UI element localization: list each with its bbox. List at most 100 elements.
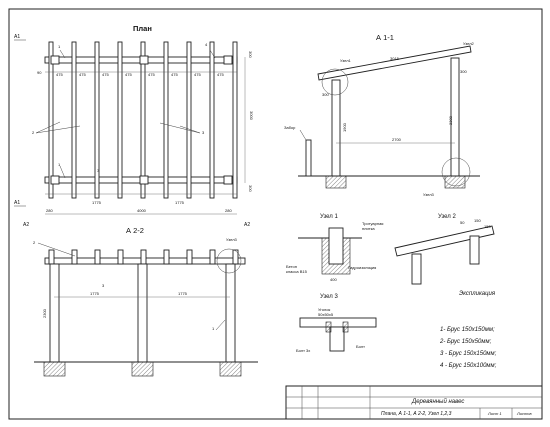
node1-paving-1: Тротуарная bbox=[362, 221, 383, 226]
plan-top-dim: 475 bbox=[148, 72, 155, 77]
node-3-detail: Узел 3 Уголок 50х50х5 Болт 3х Болт bbox=[296, 294, 377, 353]
node1-waterproof: Гидроизоляция bbox=[348, 265, 376, 270]
title-block-sheets-list: Плана, А 1-1, А 2-2, Узел 1,2,3 bbox=[381, 411, 452, 417]
node2-dim-1: 50 bbox=[460, 220, 465, 225]
s22-rafter-end bbox=[209, 249, 216, 265]
section-2-2: А 2-2 1775 1775 2300 Узел3 1 2 3 bbox=[33, 226, 258, 377]
s22-rafter-end bbox=[140, 249, 147, 265]
plan-rafter bbox=[117, 41, 123, 199]
explication-item-4: 4 - Брус 150х100мм; bbox=[440, 363, 497, 369]
explication-title: Экспликация bbox=[459, 291, 496, 297]
dim-300-b: 300 bbox=[460, 69, 467, 74]
s22-rafter-end bbox=[117, 249, 124, 265]
plan-callout-4: 4 bbox=[205, 42, 208, 47]
s22-callout-3: 3 bbox=[102, 283, 105, 288]
section-1-1-title: А 1-1 bbox=[376, 33, 394, 42]
s22-rafter-end bbox=[71, 249, 78, 265]
plan-callout-3: 3 bbox=[202, 130, 205, 135]
plan-right-dim-2: 3000 bbox=[249, 111, 254, 121]
section-1-1: А 1-1 Забор Узел2 Узел1 Узел3 3015 1900 … bbox=[284, 33, 480, 197]
plan-bottom-small-2: 280 bbox=[225, 208, 232, 213]
node1-paving-2: плитка bbox=[362, 226, 375, 231]
node3-bolt-b: Болт bbox=[356, 344, 365, 349]
plan-top-dim: 475 bbox=[102, 72, 109, 77]
plan-callout-1-top: 1 bbox=[58, 44, 61, 49]
plan-bottom-small-1: 280 bbox=[46, 208, 53, 213]
plan-rafter bbox=[163, 41, 169, 199]
node1-concrete-2: класса В15 bbox=[286, 269, 308, 274]
plan-top-dim: 475 bbox=[217, 72, 224, 77]
plan-rafter bbox=[140, 41, 146, 199]
plan-callout-2: 2 bbox=[32, 130, 35, 135]
node1-title: Узел 1 bbox=[320, 214, 338, 220]
section-mark-a2-top: А2 bbox=[244, 222, 250, 228]
s22-rafter-end bbox=[94, 249, 101, 265]
explication-item-2: 2- Брус 150х50мм; bbox=[439, 339, 492, 345]
dim-height-2300: 2300 bbox=[448, 115, 453, 125]
dim-rafter-len: 3015 bbox=[390, 56, 400, 61]
dim-300-a: 300 bbox=[322, 92, 329, 97]
label-node3-s11: Узел3 bbox=[423, 192, 435, 197]
s22-callout-2: 2 bbox=[33, 240, 36, 245]
title-block-name: Деревянный навес bbox=[411, 398, 464, 405]
plan-rafter bbox=[186, 41, 192, 199]
title-block-sheet: Лист 1 bbox=[487, 411, 502, 416]
s22-rafter-end bbox=[232, 249, 239, 265]
sheet-frame bbox=[8, 8, 543, 420]
plan-callout-3b: 3 bbox=[97, 168, 100, 173]
plan-callout-1-bottom: 1 bbox=[58, 162, 61, 167]
s22-dim-height: 2300 bbox=[42, 308, 47, 318]
section-mark-a1-top: А1 bbox=[14, 34, 20, 40]
dim-span-2700: 2700 bbox=[392, 137, 402, 142]
plan-view: План А1 А1 А2 А2 475 475 475 475 475 475 475 47… bbox=[14, 24, 254, 228]
plan-rafter bbox=[71, 41, 77, 199]
plan-top-dim: 475 bbox=[125, 72, 132, 77]
plan-rafter bbox=[209, 41, 215, 199]
node3-title: Узел 3 bbox=[320, 294, 338, 300]
node2-title: Узел 2 bbox=[438, 214, 456, 220]
explication: Экспликация 1- Брус 150х150мм; 2- Брус 1… bbox=[439, 291, 497, 369]
node1-width: 400 bbox=[330, 277, 337, 282]
section-mark-a1-bottom: А1 bbox=[14, 200, 20, 206]
node3-angle-1: Уголок bbox=[318, 307, 330, 312]
plan-bottom-dim-2: 1775 bbox=[175, 200, 185, 205]
plan-top-dim: 475 bbox=[56, 72, 63, 77]
node3-angle-2: 50х50х5 bbox=[318, 312, 334, 317]
s22-rafter-end bbox=[163, 249, 170, 265]
s22-node3: Узел3 bbox=[226, 237, 238, 242]
node1-concrete-1: Бетон bbox=[286, 264, 297, 269]
plan-title: План bbox=[133, 24, 152, 33]
plan-top-dim: 475 bbox=[194, 72, 201, 77]
section-mark-a2-bottom: А2 bbox=[23, 222, 29, 228]
label-fence: Забор bbox=[284, 125, 296, 130]
node-1-detail: Узел 1 Тротуарная плитка Бетон класса В1… bbox=[286, 214, 383, 282]
plan-left-dim: 90 bbox=[37, 70, 42, 75]
section-2-2-title: А 2-2 bbox=[126, 226, 144, 235]
explication-item-1: 1- Брус 150х150мм; bbox=[440, 327, 495, 333]
s22-callout-1: 1 bbox=[212, 326, 215, 331]
plan-bottom-dim-1: 1775 bbox=[92, 200, 102, 205]
title-block: Деревянный навес Плана, А 1-1, А 2-2, Уз… bbox=[285, 385, 543, 420]
s22-dim-1: 1775 bbox=[90, 291, 100, 296]
plan-rafter bbox=[94, 41, 100, 199]
plan-top-dim: 475 bbox=[79, 72, 86, 77]
label-node2: Узел2 bbox=[463, 41, 475, 46]
node2-dim-3: 150 bbox=[484, 224, 491, 229]
title-block-sheets-count: Листов bbox=[516, 411, 532, 416]
s22-rafter-end bbox=[48, 249, 55, 265]
s22-dim-2: 1775 bbox=[178, 291, 188, 296]
s22-rafter-end bbox=[186, 249, 193, 265]
label-node1-s11: Узел1 bbox=[340, 58, 352, 63]
explication-item-3: 3 - Брус 150х150мм; bbox=[440, 351, 497, 357]
plan-top-dim: 475 bbox=[171, 72, 178, 77]
plan-rafter bbox=[232, 41, 238, 199]
plan-rafter bbox=[48, 41, 54, 199]
plan-total-width: 4000 bbox=[137, 208, 147, 213]
plan-right-dim-3: 300 bbox=[248, 185, 253, 192]
node2-dim-2: 150 bbox=[474, 218, 481, 223]
dim-height-1900: 1900 bbox=[342, 122, 347, 132]
node3-bolt-a: Болт 3х bbox=[296, 348, 310, 353]
plan-right-dim-1: 300 bbox=[248, 51, 253, 58]
node-2-detail: Узел 2 50 150 150 bbox=[394, 214, 495, 285]
